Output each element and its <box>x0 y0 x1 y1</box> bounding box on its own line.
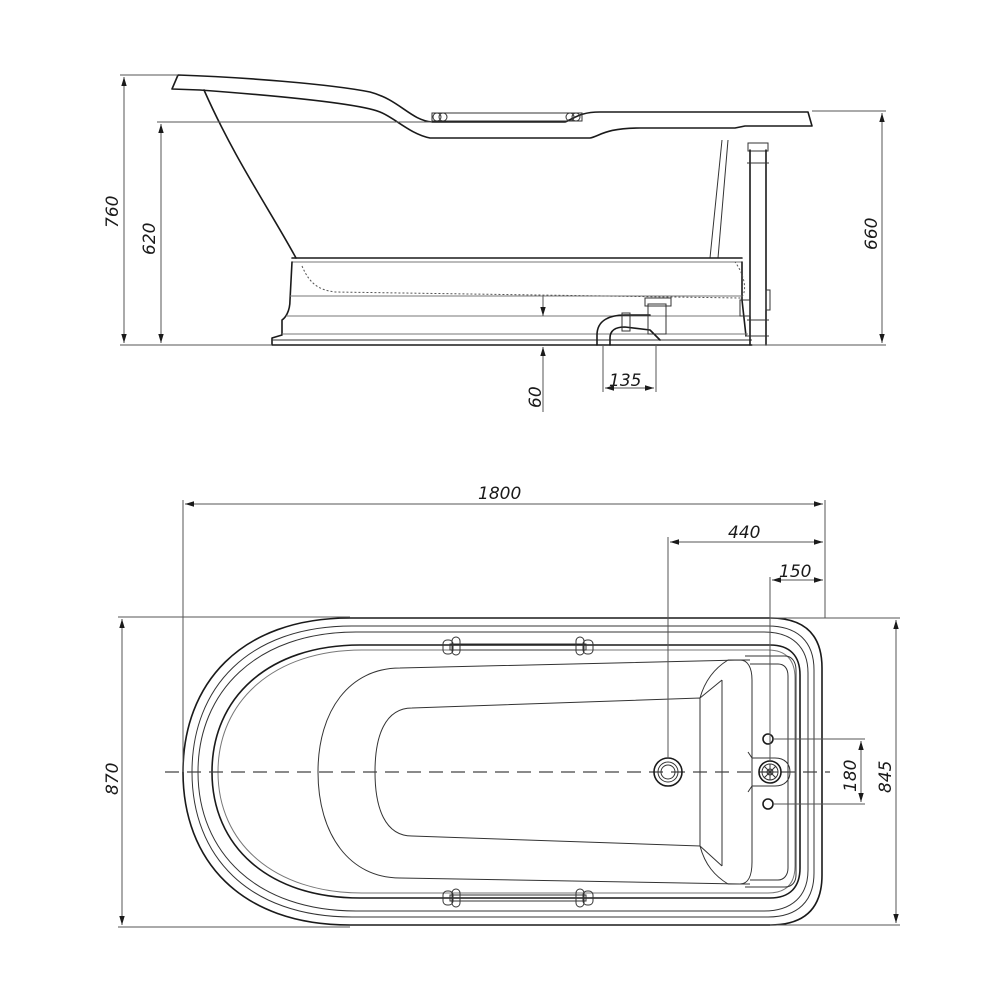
dim-620-label: 620 <box>140 223 160 255</box>
dimension-faucet-end-height: 660 <box>752 110 886 346</box>
side-handle <box>431 112 583 122</box>
overflow-icon <box>758 760 782 784</box>
top-handle-lower <box>442 888 594 908</box>
dimension-overall-width: 870 <box>103 616 350 928</box>
dimension-drain-offset: 135 <box>602 345 657 392</box>
dimension-drain-clearance: 60 <box>526 296 546 412</box>
dim-870-label: 870 <box>103 763 123 795</box>
drain-trap <box>596 297 672 346</box>
faucet-pipe <box>739 142 771 346</box>
pedestal-base <box>271 257 753 346</box>
dimension-drain-from-end: 440 <box>667 523 823 758</box>
dimension-inner-width: 845 <box>770 617 900 926</box>
tub-inner-rim <box>211 644 801 899</box>
tub-body-right <box>709 139 723 259</box>
top-view: 1800 440 150 870 845 180 <box>103 484 900 928</box>
dim-135-label: 135 <box>609 371 641 391</box>
dimension-overall-height: 760 <box>103 74 272 346</box>
dim-1800-label: 1800 <box>478 484 521 504</box>
dimension-overall-length: 1800 <box>182 484 826 772</box>
dim-440-label: 440 <box>728 523 760 543</box>
dim-760-label: 760 <box>103 196 123 228</box>
faucet-hole-bottom-icon <box>762 798 774 810</box>
dim-180-label: 180 <box>841 760 861 792</box>
tub-rim-outline <box>171 74 813 139</box>
dim-660-label: 660 <box>862 218 882 250</box>
tub-basin <box>317 659 753 885</box>
dim-845-label: 845 <box>876 761 896 793</box>
side-view: 760 620 660 60 135 <box>103 74 886 412</box>
dim-150-label: 150 <box>779 562 811 582</box>
tub-basin-floor <box>374 697 701 847</box>
tub-outer-rim <box>182 617 823 926</box>
drain-icon <box>653 757 683 787</box>
dimension-rim-height: 620 <box>140 121 432 343</box>
tub-body-left <box>203 89 297 259</box>
faucet-hole-top-icon <box>762 733 774 745</box>
dimension-faucet-from-end: 150 <box>769 562 823 761</box>
top-handle-upper <box>442 636 594 656</box>
dim-60-label: 60 <box>526 386 546 408</box>
dimension-faucet-hole-spacing: 180 <box>773 738 865 805</box>
